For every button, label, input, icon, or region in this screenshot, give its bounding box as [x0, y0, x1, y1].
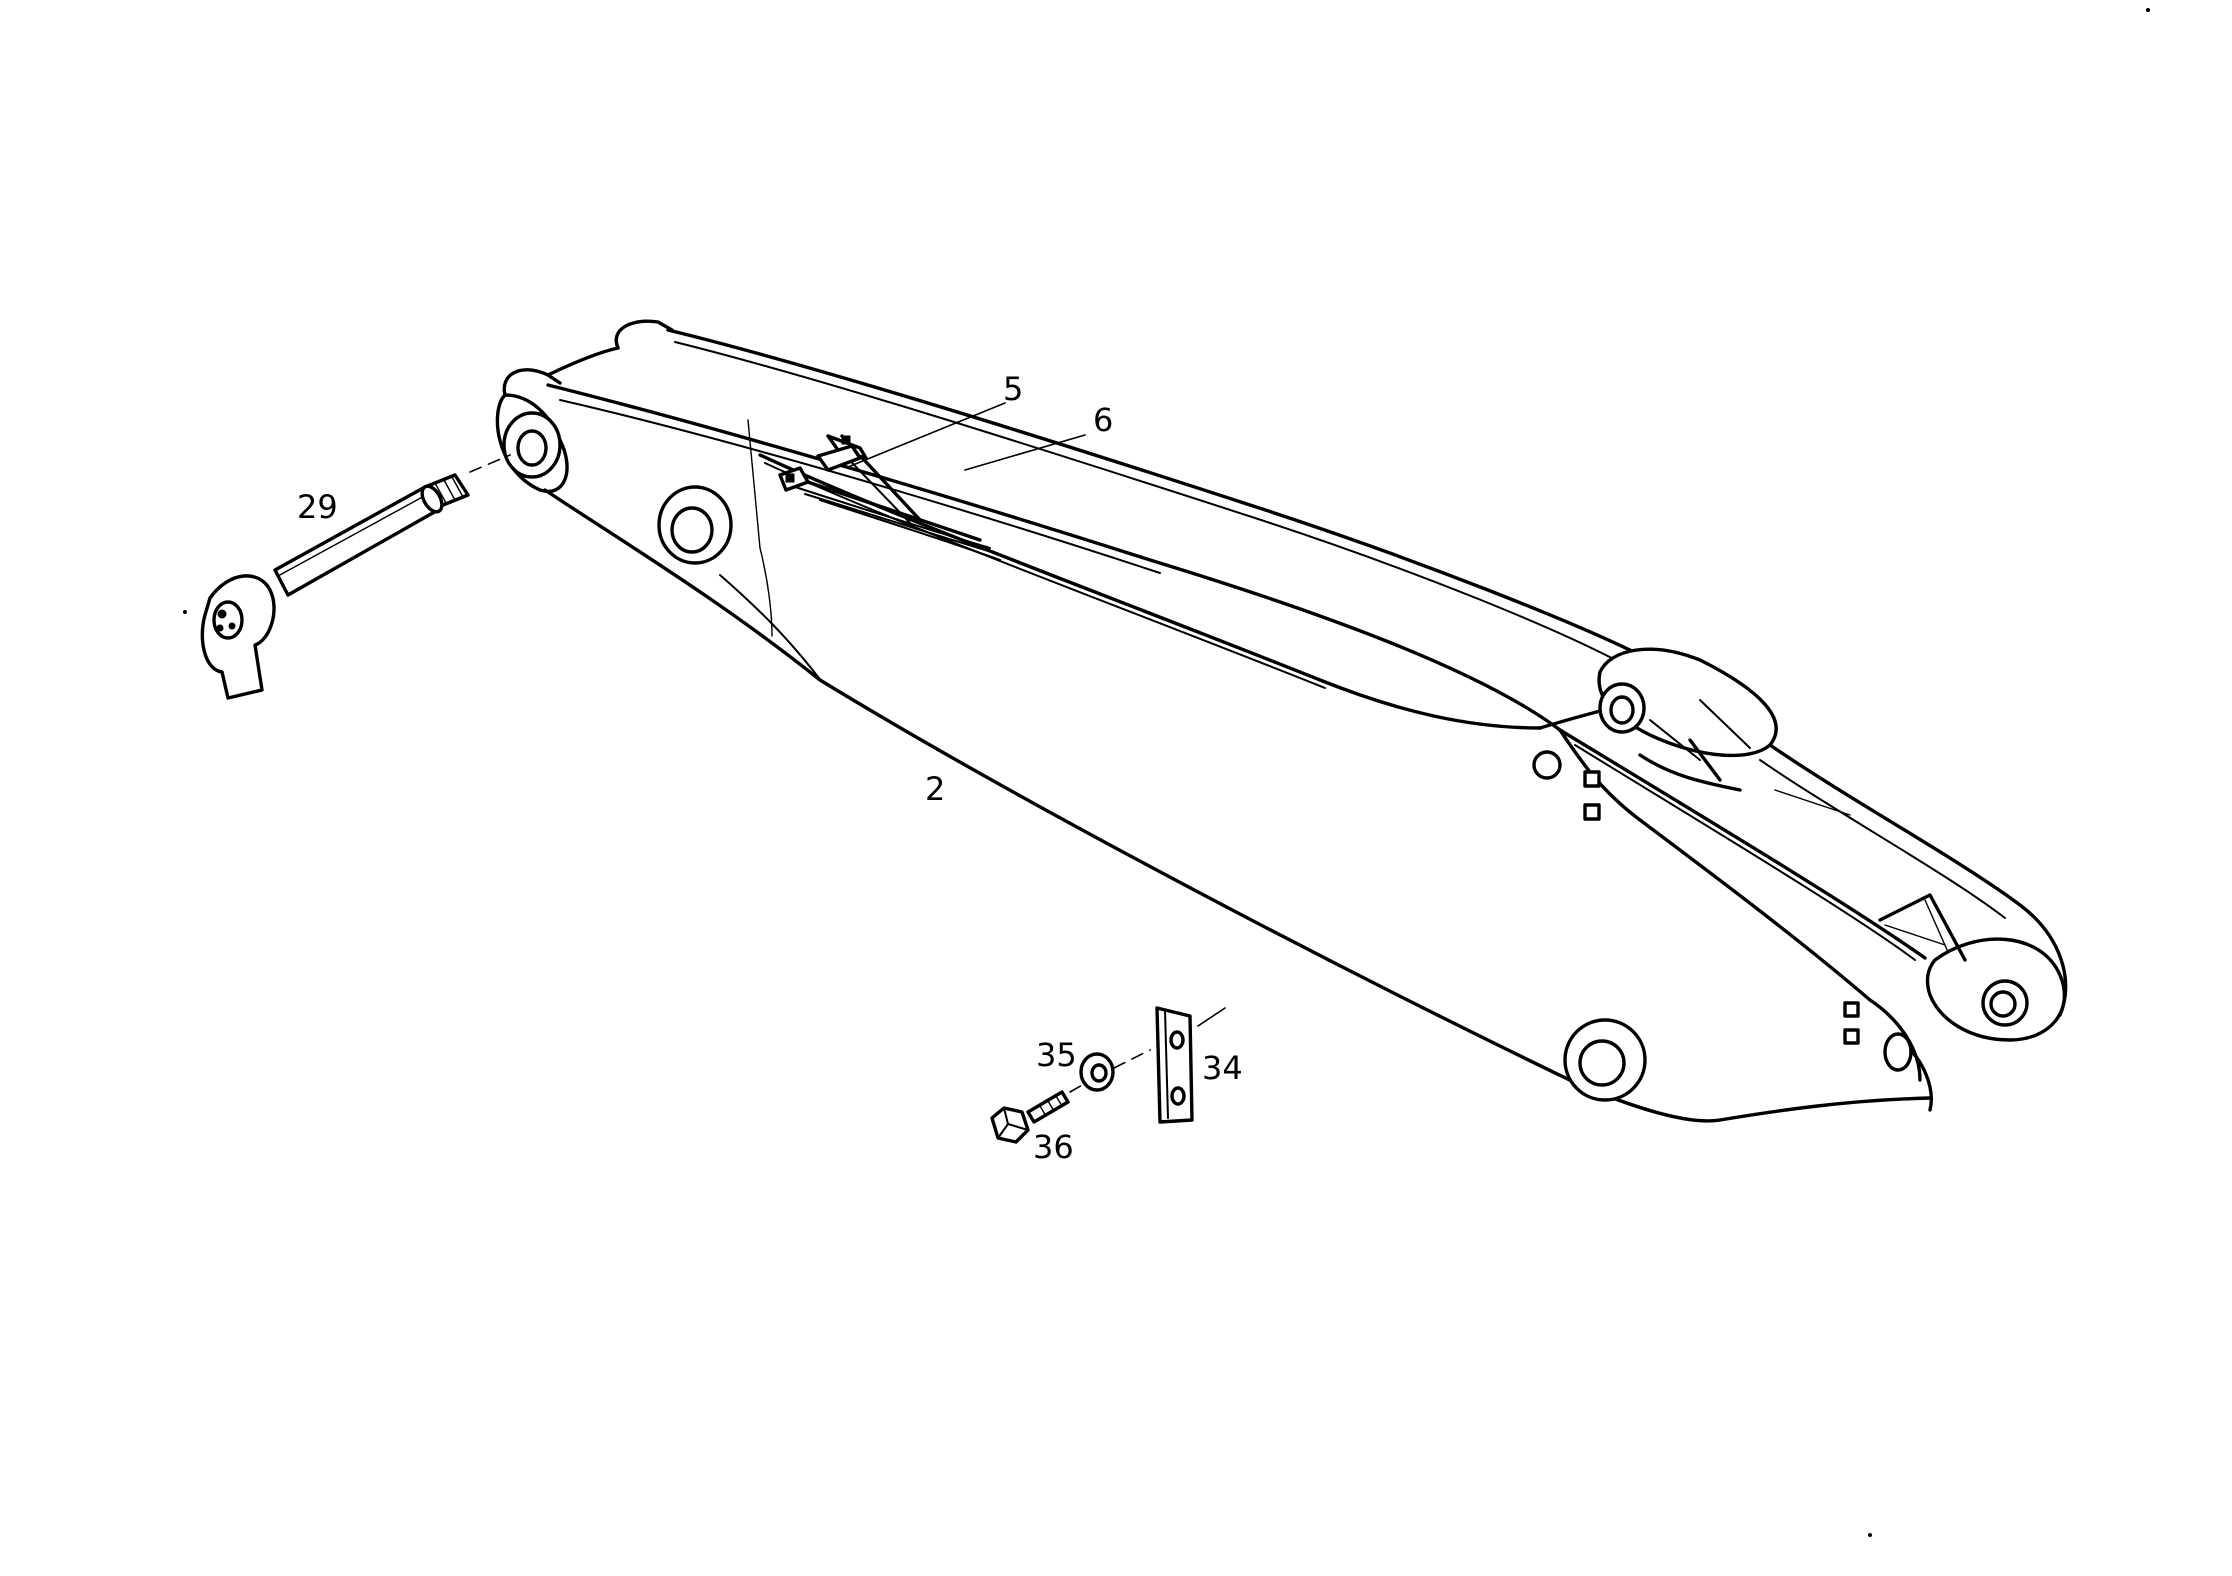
scan-speck: [2146, 8, 2150, 12]
callout-35: 35: [1036, 1036, 1077, 1074]
callout-2: 2: [925, 770, 945, 808]
leader-lines: [847, 402, 1226, 1027]
callout-5: 5: [1003, 370, 1023, 408]
callout-29: 29: [297, 488, 338, 526]
callout-36: 36: [1033, 1128, 1074, 1166]
pins-5-6: [778, 434, 1001, 561]
pivot-pin: [200, 454, 511, 700]
scan-speck: [1868, 1533, 1872, 1537]
callout-labels: 5 6 29 2 34 35 36: [297, 370, 1243, 1166]
scan-speck: [183, 610, 187, 614]
washer-35: [1079, 1049, 1151, 1092]
callout-6: 6: [1093, 401, 1113, 439]
bolt-36: [990, 1083, 1085, 1144]
callout-34: 34: [1202, 1049, 1243, 1087]
boom-arm: [495, 319, 2068, 1123]
plate-34: [1155, 1006, 1194, 1124]
